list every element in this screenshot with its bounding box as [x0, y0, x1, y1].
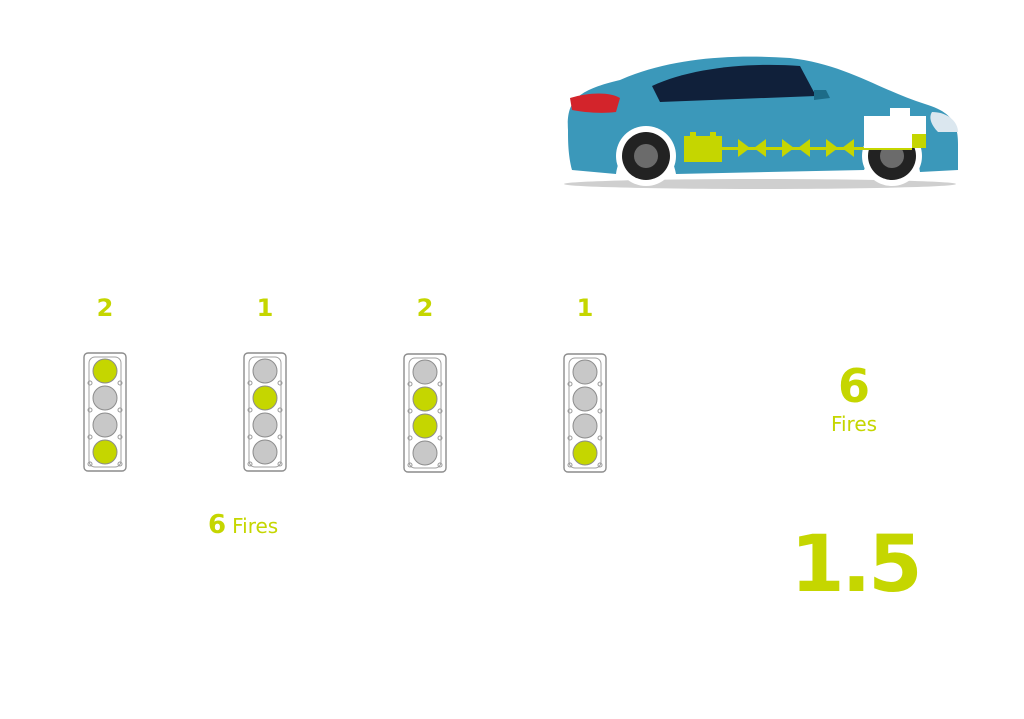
- cylinder-firing: [572, 440, 598, 466]
- fires-right-value: 6: [837, 359, 870, 413]
- cylinder-count-4: 1: [576, 294, 594, 322]
- cylinder-count-3: 2: [416, 294, 434, 322]
- cylinder-idle: [252, 358, 278, 384]
- engine-icon: [864, 108, 926, 148]
- bolt-hole: [567, 381, 573, 387]
- fires-inline-value: 6: [208, 510, 227, 540]
- block-outline: [563, 353, 607, 473]
- bolt-hole: [437, 408, 443, 414]
- bolt-hole: [117, 380, 123, 386]
- bolt-hole: [567, 435, 573, 441]
- bolt-hole: [247, 407, 253, 413]
- cylinder-idle: [572, 413, 598, 439]
- bolt-hole: [277, 461, 283, 467]
- cylinder-idle: [572, 359, 598, 385]
- bolt-hole: [247, 380, 253, 386]
- bolt-hole: [87, 434, 93, 440]
- bolt-hole: [87, 380, 93, 386]
- bolt-hole: [277, 380, 283, 386]
- bolt-hole: [597, 462, 603, 468]
- bolt-hole: [407, 435, 413, 441]
- bolt-hole: [117, 461, 123, 467]
- bolt-hole: [437, 381, 443, 387]
- cylinder-idle: [572, 386, 598, 412]
- ratio-value: 1.5: [790, 520, 922, 610]
- car-icon: [564, 56, 958, 189]
- cylinder-count-2: 1: [256, 294, 274, 322]
- bolt-hole: [407, 462, 413, 468]
- block-outline: [83, 352, 127, 472]
- bolt-hole: [247, 461, 253, 467]
- fires-right-label: Fires: [830, 412, 878, 436]
- bolt-hole: [247, 434, 253, 440]
- bolt-hole: [117, 434, 123, 440]
- cylinder-idle: [252, 439, 278, 465]
- bolt-hole: [437, 435, 443, 441]
- bolt-hole: [117, 407, 123, 413]
- cylinder-idle: [412, 440, 438, 466]
- cylinder-idle: [252, 412, 278, 438]
- cylinder-firing: [252, 385, 278, 411]
- cylinder-block-icon: [403, 353, 447, 473]
- block-outline: [403, 353, 447, 473]
- cylinder-block-icon: [83, 352, 127, 472]
- bolt-hole: [277, 434, 283, 440]
- battery-icon: [684, 132, 722, 162]
- total-fires-right: 6 Fires: [804, 360, 904, 436]
- cylinder-firing: [92, 439, 118, 465]
- cylinder-firing: [412, 413, 438, 439]
- cylinder-block-icon: [563, 353, 607, 473]
- bolt-hole: [437, 462, 443, 468]
- cylinder-firing: [92, 358, 118, 384]
- bolt-hole: [277, 407, 283, 413]
- bolt-hole: [407, 408, 413, 414]
- bolt-hole: [597, 381, 603, 387]
- bolt-hole: [567, 462, 573, 468]
- bolt-hole: [597, 408, 603, 414]
- block-outline: [243, 352, 287, 472]
- bolt-hole: [87, 461, 93, 467]
- cylinder-idle: [92, 385, 118, 411]
- cylinder-count-1: 2: [96, 294, 114, 322]
- cylinder-idle: [92, 412, 118, 438]
- bolt-hole: [567, 408, 573, 414]
- cylinder-idle: [412, 359, 438, 385]
- fires-inline-label: Fires: [232, 514, 279, 538]
- bolt-hole: [597, 435, 603, 441]
- bolt-hole: [87, 407, 93, 413]
- cylinder-block-icon: [243, 352, 287, 472]
- cylinder-firing: [412, 386, 438, 412]
- bolt-hole: [407, 381, 413, 387]
